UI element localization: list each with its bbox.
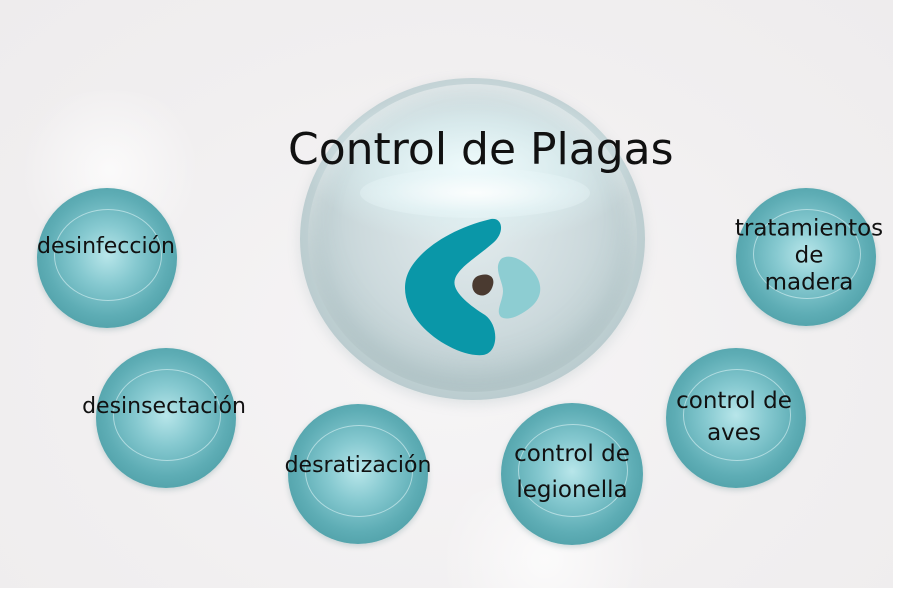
label-line: tratamientos <box>734 215 884 242</box>
label-line: control de <box>514 441 630 467</box>
bubble-tratamientos-madera[interactable] <box>736 188 876 326</box>
bubble-ring <box>112 369 222 461</box>
bubble-ring <box>682 369 792 461</box>
logo-dot-icon <box>472 274 494 296</box>
label-desinsectacion: desinsectación <box>82 393 246 419</box>
bubble-control-legionella[interactable] <box>501 403 643 545</box>
bubble-control-aves[interactable] <box>666 348 806 488</box>
label-line: legionella <box>516 477 628 503</box>
bubble-ring <box>752 208 862 299</box>
bubble-desratizacion[interactable] <box>288 404 428 544</box>
label-line: de <box>794 242 824 269</box>
bubble-ring <box>518 424 628 518</box>
sphere-highlight <box>360 168 590 218</box>
logo-left-shape-icon <box>405 218 502 356</box>
label-control-aves: control de aves <box>676 385 792 449</box>
label-line: madera <box>764 269 854 296</box>
label-line: aves <box>707 420 761 446</box>
label-control-legionella: control de legionella <box>514 436 630 508</box>
label-line: control de <box>676 388 792 414</box>
label-desratizacion: desratización <box>284 452 432 478</box>
bubble-ring <box>304 425 414 517</box>
diagram-title: Control de Plagas <box>288 124 674 175</box>
label-desinfeccion: desinfección <box>36 233 176 259</box>
logo-right-shape-icon <box>497 256 541 319</box>
bubble-ring <box>53 209 163 301</box>
bubble-desinfeccion[interactable] <box>37 188 177 328</box>
label-tratamientos-madera: tratamientos de madera <box>735 216 883 297</box>
bubble-desinsectacion[interactable] <box>96 348 236 488</box>
diagram-canvas: Control de Plagas desinfección desinsect… <box>0 0 893 588</box>
company-logo-icon <box>405 218 541 356</box>
